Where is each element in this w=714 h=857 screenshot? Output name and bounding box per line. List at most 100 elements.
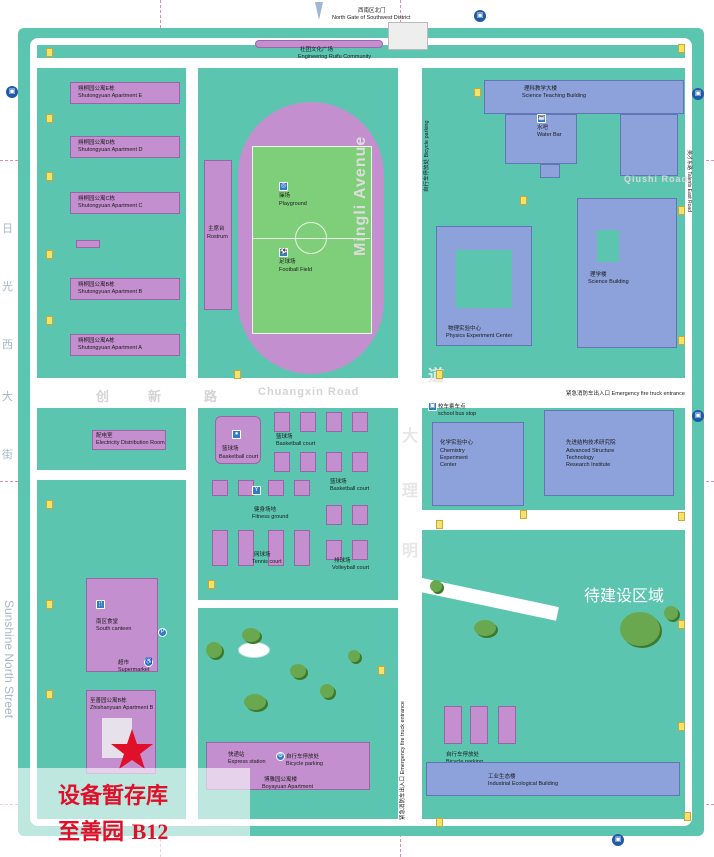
court-tile: [326, 412, 342, 432]
canteen-icon: 🍴: [96, 600, 105, 609]
canteen-cn: 南区食堂: [96, 619, 119, 625]
bus-icon: ▣: [6, 86, 18, 98]
tennis-court: [268, 530, 284, 566]
bike-north-label: 自行车停放处 Bicycle parking: [424, 120, 430, 192]
football-en: Football Field: [279, 267, 313, 273]
marker-pin: [436, 370, 443, 379]
playground-icon: ◎: [279, 182, 288, 191]
marker-pin: [46, 316, 53, 325]
express-cn: 快递站: [228, 752, 245, 758]
rostrum-en: Rostrum: [207, 234, 228, 240]
plaza-label-cn: 社团文化广场: [300, 47, 334, 53]
basketball-cn-3: 篮球场: [330, 479, 347, 485]
water-bar-cn: 水吧: [537, 125, 549, 131]
sunshine-cn-1: 日: [2, 223, 13, 235]
park-pond: [238, 642, 270, 658]
bike-south-cn: 自行车停放处: [286, 754, 320, 760]
apartment-a: [70, 334, 180, 356]
teaching-wing-north: [540, 164, 560, 178]
chuangxin-road-label: Chuangxin Road: [258, 386, 360, 398]
marker-pin: [678, 336, 685, 345]
annotation-line-2: 至善园 B12: [58, 814, 168, 846]
tree-cluster: [620, 612, 660, 646]
tennis-court: [212, 530, 228, 566]
court-tile: [274, 412, 290, 432]
chemistry-cn: 化学实验中心: [440, 440, 474, 446]
sunshine-street-label: Sunshine North Street: [2, 600, 16, 719]
court-tile: [300, 452, 316, 472]
annotation-campus: 至善园: [58, 819, 132, 845]
mingli-cn-label-4: 明: [402, 543, 420, 560]
basketball-en-2: Basketball court: [276, 441, 316, 447]
apartment-a-en: Shutongyuan Apartment A: [78, 345, 142, 351]
physics-en: Physics Experiment Center: [446, 333, 513, 339]
ecological-building: [426, 762, 680, 796]
sunshine-cn-3: 西: [2, 339, 13, 351]
apartment-a-cn: 朔桐园公寓A栋: [78, 338, 115, 344]
marker-pin: [520, 196, 527, 205]
advanced-institute: [544, 410, 674, 496]
electricity-en: Electricity Distribution Room: [96, 440, 165, 446]
apartment-e: [70, 82, 180, 104]
tree: [348, 650, 360, 662]
fire-entrance-label: 紧急消防车出入口 Emergency fire truck entrance: [566, 391, 685, 397]
chemistry-en2: Experiment: [440, 455, 468, 461]
bike-south-en: Bicycle parking: [286, 761, 323, 767]
mingli-avenue-strip: [398, 60, 422, 820]
volleyball-cn: 排球场: [334, 558, 351, 564]
science-en: Science Building: [588, 279, 629, 285]
science-building: [577, 198, 677, 348]
tree: [430, 580, 442, 592]
parking-icon: P: [158, 628, 167, 637]
north-gate-marker: [315, 2, 323, 20]
tennis-court: [294, 530, 310, 566]
basketball-icon: ●: [232, 430, 241, 439]
chuangxin-cn-3: 路: [204, 389, 219, 404]
supermarket-en: Supermarket: [118, 667, 150, 673]
tree: [664, 606, 678, 620]
physics-courtyard: [456, 250, 512, 308]
marker-pin: [234, 370, 241, 379]
football-icon: ⚽: [279, 248, 288, 257]
court-tile: [326, 505, 342, 525]
rostrum: [204, 160, 232, 310]
science-teaching-building: [484, 80, 684, 114]
plaza-shape: [255, 40, 383, 48]
tennis-en: Tennis court: [252, 559, 282, 565]
zhishan-cn: 至善园公寓B栋: [90, 698, 127, 704]
marker-pin: [46, 600, 53, 609]
marker-pin: [46, 172, 53, 181]
chuangxin-road-strip: [36, 378, 686, 408]
canteen-en: South canteen: [96, 626, 132, 632]
sunshine-cn-4: 大: [2, 391, 13, 403]
accessibility-icon: ♿: [144, 658, 153, 667]
west-road-strip: [186, 60, 198, 820]
chemistry-center: [432, 422, 524, 506]
teaching-en: Science Teaching Building: [522, 93, 587, 99]
chuangxin-cn-1: 创: [96, 389, 111, 404]
boyayuan-en: Boyayuan Apartment: [262, 784, 314, 790]
tree: [320, 684, 334, 698]
marker-pin: [474, 88, 481, 97]
east-apartment: [444, 706, 462, 744]
west-zone: [62, 70, 186, 376]
marker-pin: [46, 114, 53, 123]
chuangxin-cn-2: 新: [148, 389, 163, 404]
court-tile: [352, 412, 368, 432]
bike-icon: ⚙: [276, 752, 285, 761]
bus-icon: ▣: [612, 834, 624, 846]
marker-pin: [678, 206, 685, 215]
court-tile: [274, 452, 290, 472]
busstop-en: school bus stop: [438, 411, 477, 417]
water-bar-icon: ☕: [537, 114, 546, 123]
marker-pin: [678, 512, 685, 521]
tennis-cn: 网球场: [254, 552, 271, 558]
annotation-code: B12: [131, 819, 169, 844]
advanced-en1: Advanced Structure: [566, 448, 615, 454]
fitness-icon: Y: [252, 486, 261, 495]
fitness-ground: [212, 480, 228, 496]
apartment-b: [70, 278, 180, 300]
east-road-label: 英才东路 Talents East Road: [686, 150, 692, 212]
science-courtyard: [597, 230, 619, 262]
marker-pin: [678, 44, 685, 53]
